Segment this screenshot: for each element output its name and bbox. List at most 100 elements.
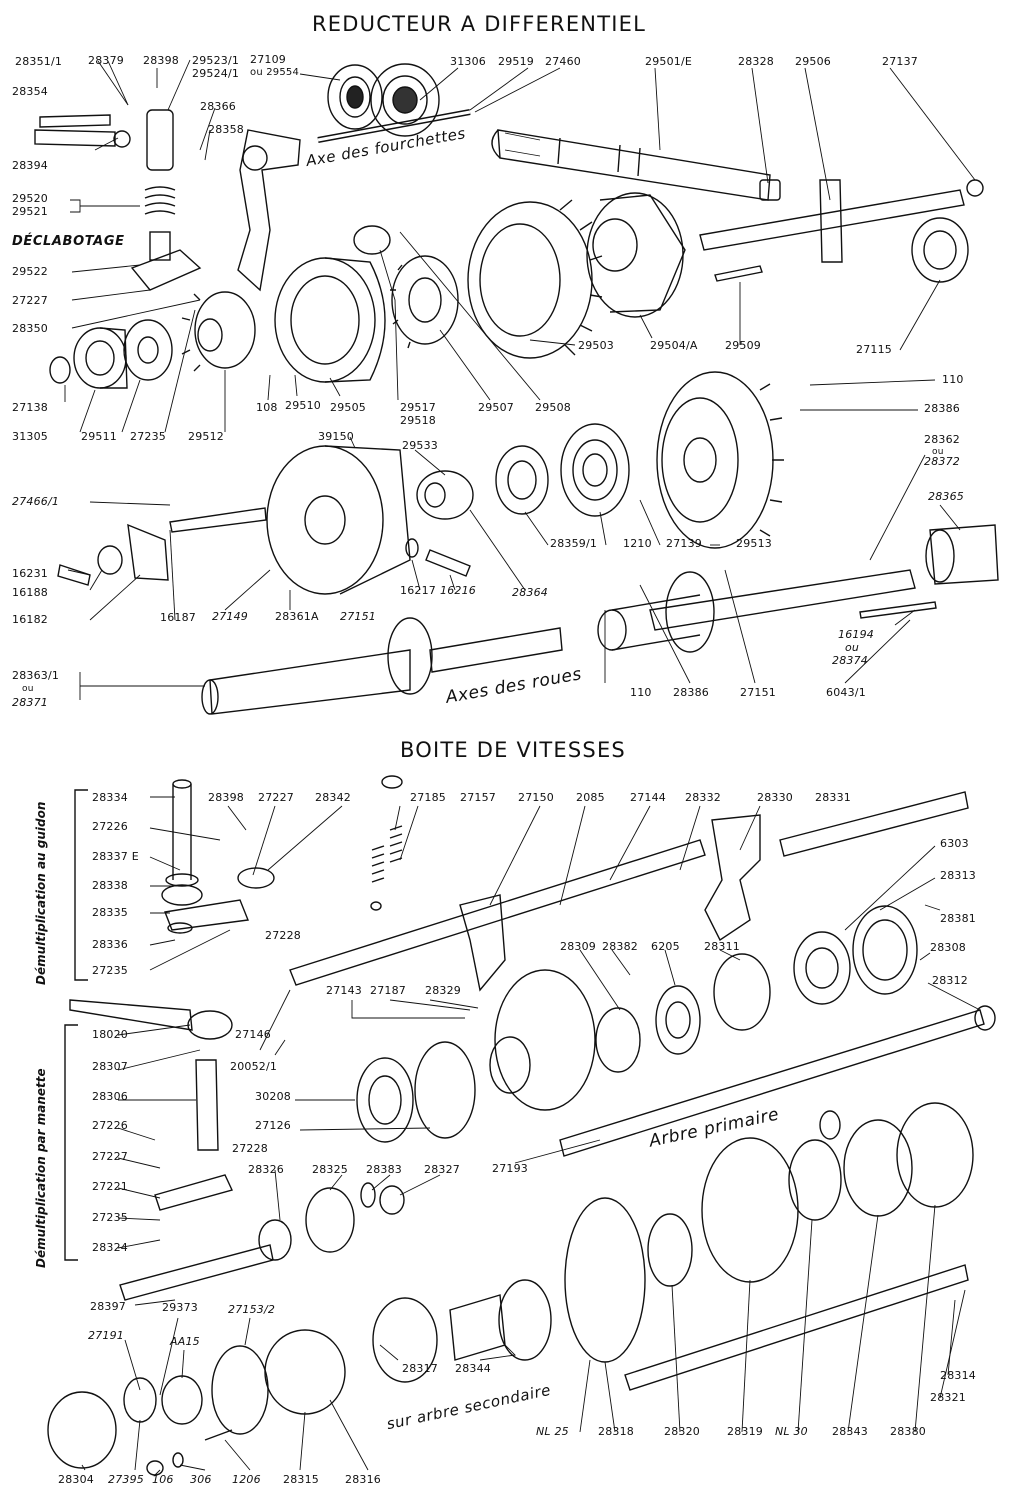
part-label: 28327 xyxy=(424,1163,460,1176)
shift-fork xyxy=(237,129,301,292)
part-label: 28317 xyxy=(402,1362,438,1375)
part-label: 27139 xyxy=(666,537,702,550)
part-label: 28321 xyxy=(930,1391,966,1404)
primary-shaft xyxy=(559,1009,985,1157)
part-label: 28315 xyxy=(283,1473,319,1486)
part-label: 28383 xyxy=(366,1163,402,1176)
part-label: 6303 xyxy=(940,837,969,850)
part-label: 28309 xyxy=(560,940,596,953)
part-label: 29510 xyxy=(285,399,321,412)
part-label: 16182 xyxy=(12,613,48,626)
part-label: 29504/A xyxy=(650,339,698,352)
part-label: 29501/E xyxy=(645,55,693,68)
nut-28365-face xyxy=(925,529,955,583)
bevel-29508 xyxy=(353,225,391,255)
ring-29511 xyxy=(123,319,173,381)
gear-28315 xyxy=(264,1329,346,1415)
gear-28318 xyxy=(564,1197,646,1363)
bearing-nl30 xyxy=(788,1139,842,1221)
part-label: 30208 xyxy=(255,1090,291,1103)
part-label: 29518 xyxy=(400,414,436,427)
gear-28319 xyxy=(701,1137,799,1283)
part-label: 28304 xyxy=(58,1473,94,1486)
part-label: 28343 xyxy=(832,1425,868,1438)
part-label: 31305 xyxy=(12,430,48,443)
bearing-31306 xyxy=(370,63,440,137)
fork-28330 xyxy=(704,814,761,942)
bearing-31305 xyxy=(73,327,128,389)
part-label: 27221 xyxy=(92,1180,128,1193)
part-label: 28350 xyxy=(12,322,48,335)
part-label: 28320 xyxy=(664,1425,700,1438)
part-label: 1210 xyxy=(623,537,652,550)
leader-lines xyxy=(64,59,981,1476)
part-label: 1206 xyxy=(232,1473,261,1486)
part-label: 28371 xyxy=(12,696,48,709)
bearing-1210 xyxy=(560,423,630,517)
part-label: 28358 xyxy=(208,123,244,136)
washer-28321 xyxy=(819,1110,841,1140)
bolt-16216 xyxy=(425,549,471,577)
part-label: 27235 xyxy=(130,430,166,443)
part-label: 29509 xyxy=(725,339,761,352)
part-label: 16216 xyxy=(440,584,476,597)
washer-306 xyxy=(172,1452,184,1468)
part-label: 28359/1 xyxy=(550,537,598,550)
part-label: 28331 xyxy=(815,791,851,804)
part-label: 16188 xyxy=(12,586,48,599)
part-label: 27138 xyxy=(12,401,48,414)
bearing-nl25 xyxy=(498,1279,552,1361)
gear-28309 xyxy=(595,1007,641,1073)
housing-28304 xyxy=(47,1391,117,1469)
shaft-29506 xyxy=(699,179,984,263)
part-label: 28336 xyxy=(92,938,128,951)
part-label: 29523/1 xyxy=(192,54,240,67)
sleeve-28344 xyxy=(449,1294,506,1361)
part-label: 28394 xyxy=(12,159,48,172)
part-label: 16231 xyxy=(12,567,48,580)
part-label: 27235 xyxy=(92,964,128,977)
part-label: 28311 xyxy=(704,940,740,953)
part-label: 28312 xyxy=(932,974,968,987)
part-label: 110 xyxy=(942,373,964,386)
lever-28307 xyxy=(69,999,193,1031)
washer-16217 xyxy=(405,538,419,558)
part-label: 27146 xyxy=(235,1028,271,1041)
part-label: 27109 xyxy=(250,53,286,66)
bearing-6303 xyxy=(793,931,851,1005)
gear-28325 xyxy=(305,1187,355,1253)
part-label: 27226 xyxy=(92,820,128,833)
part-label: NL 25 xyxy=(536,1425,569,1438)
part-label: 28386 xyxy=(673,686,709,699)
nut-28312 xyxy=(974,1005,996,1031)
washer-28383 xyxy=(360,1182,376,1208)
gearbox-title: BOITE DE VITESSES xyxy=(400,738,626,762)
part-label: 16194 xyxy=(838,628,874,641)
part-label: 28316 xyxy=(345,1473,381,1486)
spring-29520 xyxy=(130,109,202,291)
part-label: 28334 xyxy=(92,791,128,804)
part-label: 28381 xyxy=(940,912,976,925)
declabotage-caption: DÉCLABOTAGE xyxy=(12,234,125,249)
part-label: 28380 xyxy=(890,1425,926,1438)
diff-carrier-29504 xyxy=(586,192,686,318)
selector-shaft-2085 xyxy=(289,839,706,992)
nut-28327 xyxy=(379,1185,405,1215)
bracket-manette xyxy=(64,1024,78,1261)
part-label: 28314 xyxy=(940,1369,976,1382)
part-label: 28354 xyxy=(12,85,48,98)
gear-29513 xyxy=(656,371,784,549)
bolt-16231 xyxy=(57,564,91,586)
ring-28343 xyxy=(843,1119,913,1217)
part-label: 27227 xyxy=(258,791,294,804)
part-label: 27137 xyxy=(882,55,918,68)
gear-27153 xyxy=(211,1345,269,1435)
part-label: 27227 xyxy=(12,294,48,307)
part-label: 29524/1 xyxy=(192,67,240,80)
part-label: 29533 xyxy=(402,439,438,452)
part-label: 27226 xyxy=(92,1119,128,1132)
pinion-shaft-29501 xyxy=(491,129,771,201)
washer-16188 xyxy=(97,545,123,575)
part-label: 28338 xyxy=(92,879,128,892)
part-label: 28342 xyxy=(315,791,351,804)
